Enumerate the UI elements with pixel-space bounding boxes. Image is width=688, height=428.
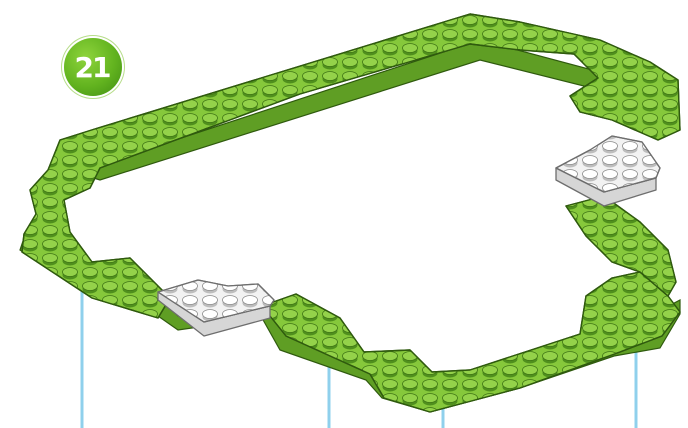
step-number-badge: 21	[64, 38, 122, 96]
green-stud-grid-front	[262, 272, 680, 412]
step-number: 21	[75, 51, 110, 84]
